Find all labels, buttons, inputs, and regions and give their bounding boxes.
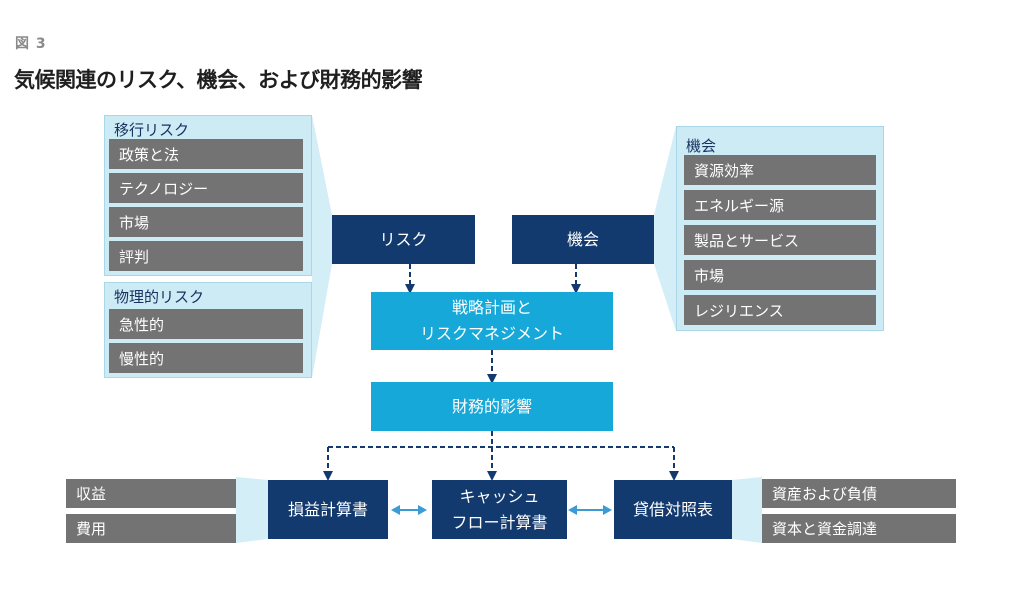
income-statement-box: 損益計算書 [268, 480, 388, 539]
statement-link-arrows [391, 505, 612, 515]
figure-title: 気候関連のリスク、機会、および財務的影響 [14, 68, 423, 92]
risk-box: リスク [332, 215, 475, 264]
financial-impact-box: 財務的影響 [371, 382, 613, 431]
physical-risk-item: 急性的 [109, 309, 303, 339]
figure-label: 図 3 [15, 36, 47, 52]
opportunity-item: 資源効率 [684, 155, 876, 185]
balance-sheet-box: 貸借対照表 [614, 480, 732, 539]
strategy-line-2: リスクマネジメント [419, 324, 564, 343]
opportunity-funnel [654, 126, 676, 331]
balance-item: 資産および負債 [762, 479, 956, 508]
opportunity-item: 製品とサービス [684, 225, 876, 255]
opportunity-item: エネルギー源 [684, 190, 876, 220]
opportunity-item: レジリエンス [684, 295, 876, 325]
balance-item: 資本と資金調達 [762, 514, 956, 543]
opportunity-box: 機会 [512, 215, 654, 264]
opportunity-item: 市場 [684, 260, 876, 290]
strategy-line-1: 戦略計画と [451, 298, 532, 318]
transition-risk-label: 移行リスク [114, 121, 190, 139]
balance-funnel [732, 477, 762, 543]
risk-funnel [312, 115, 332, 378]
income-item: 費用 [66, 514, 236, 543]
income-item: 収益 [66, 479, 236, 508]
cashflow-line-2: フロー計算書 [451, 512, 548, 532]
transition-risk-item: 評判 [109, 241, 303, 271]
transition-risk-item: テクノロジー [109, 173, 303, 203]
cashflow-statement-box: キャッシュ フロー計算書 [432, 480, 567, 539]
transition-risk-item: 市場 [109, 207, 303, 237]
cashflow-line-1: キャッシュ [459, 486, 540, 506]
physical-risk-item: 慢性的 [109, 343, 303, 373]
opportunities-label: 機会 [686, 137, 717, 155]
strategy-risk-management-box: 戦略計画と リスクマネジメント [371, 292, 613, 350]
physical-risk-label: 物理的リスク [114, 288, 205, 306]
income-funnel [236, 477, 268, 543]
transition-risk-item: 政策と法 [109, 139, 303, 169]
impact-branch-arrows [323, 431, 679, 481]
